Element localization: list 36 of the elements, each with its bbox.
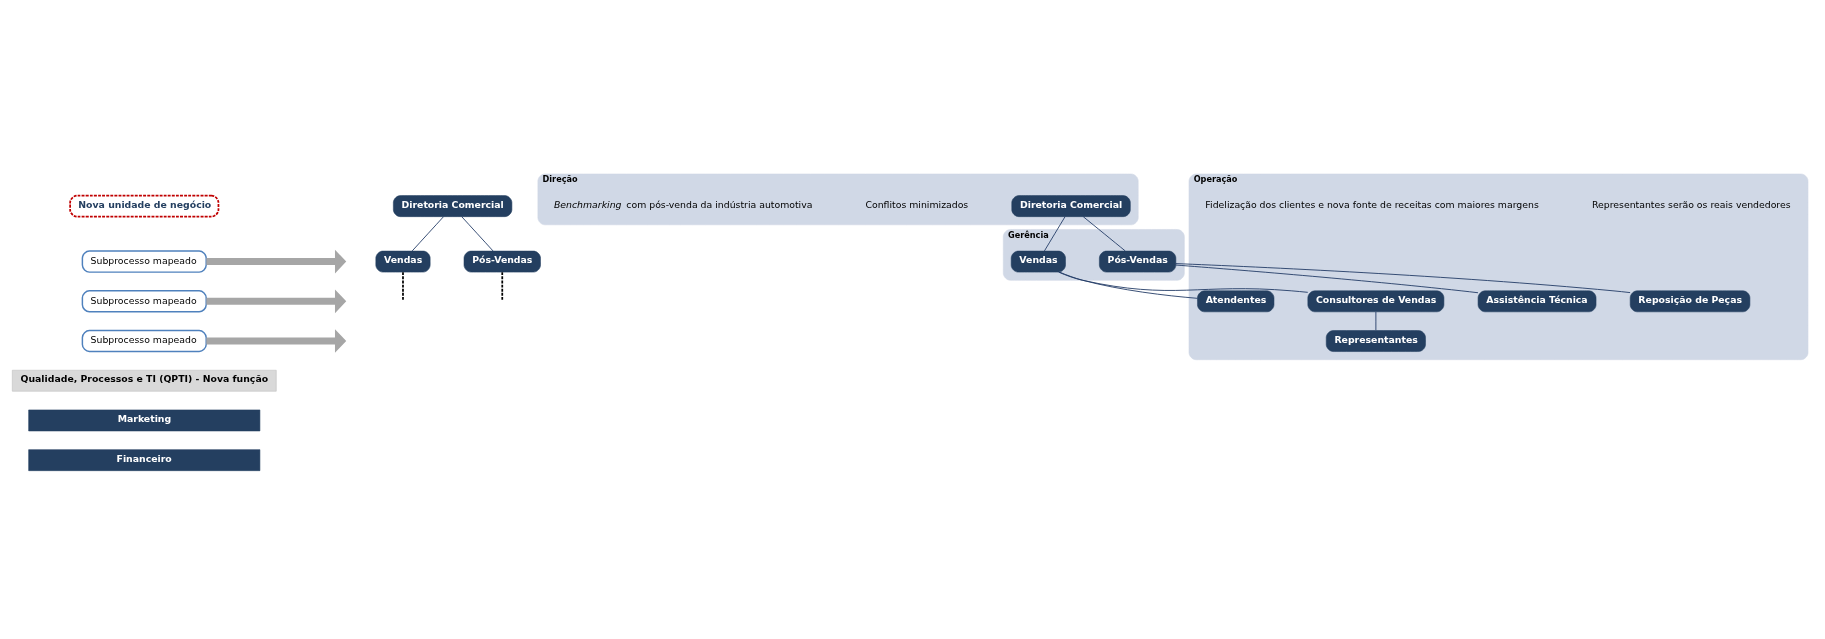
connector: [1375, 311, 1377, 331]
node-box: Pós-Vendas: [1099, 250, 1177, 272]
node-box: Subprocesso mapeado: [81, 329, 207, 352]
node-box: Nova unidade de negócio: [69, 194, 220, 217]
node-box: Atendentes: [1197, 290, 1275, 312]
node-box: Consultores de Vendas: [1307, 290, 1445, 312]
node-box: Marketing: [28, 409, 261, 431]
connector: [1175, 264, 1479, 293]
connector: [1059, 271, 1198, 299]
connector: [501, 270, 504, 302]
node-box: Representantes: [1325, 329, 1426, 352]
arrow: [206, 328, 347, 353]
node-box: Vendas: [375, 250, 431, 272]
connector: [461, 215, 494, 251]
node-box: Vendas: [1010, 250, 1066, 272]
node-box: Financeiro: [28, 448, 261, 471]
label: Representantes serão os reais vendedores: [1591, 198, 1791, 210]
node-box: Reposição de Peças: [1629, 290, 1751, 312]
node-box: Qualidade, Processos e TI (QPTI) - Nova função: [12, 369, 277, 392]
label: Benchmarking com pós-venda da indústria automotiva: [553, 198, 813, 210]
connector: [1044, 215, 1066, 251]
node-box: Assistência Técnica: [1477, 290, 1597, 312]
connector: [1058, 271, 1309, 293]
node-box: Subprocesso mapeado: [81, 249, 207, 273]
connector: [1175, 262, 1631, 293]
node-box: Pós-Vendas: [463, 250, 541, 272]
connector: [1082, 215, 1126, 251]
node-box: Subprocesso mapeado: [81, 289, 207, 313]
label: Conflitos minimizados: [865, 198, 969, 210]
node-box: Diretoria Comercial: [1011, 194, 1131, 217]
arrow: [206, 249, 347, 273]
connector: [411, 215, 444, 251]
node-box: Diretoria Comercial: [393, 194, 513, 217]
label: Fidelização dos clientes e nova fonte de receitas com maiores margens: [1205, 198, 1539, 210]
connector: [402, 270, 404, 302]
arrow: [206, 289, 347, 313]
